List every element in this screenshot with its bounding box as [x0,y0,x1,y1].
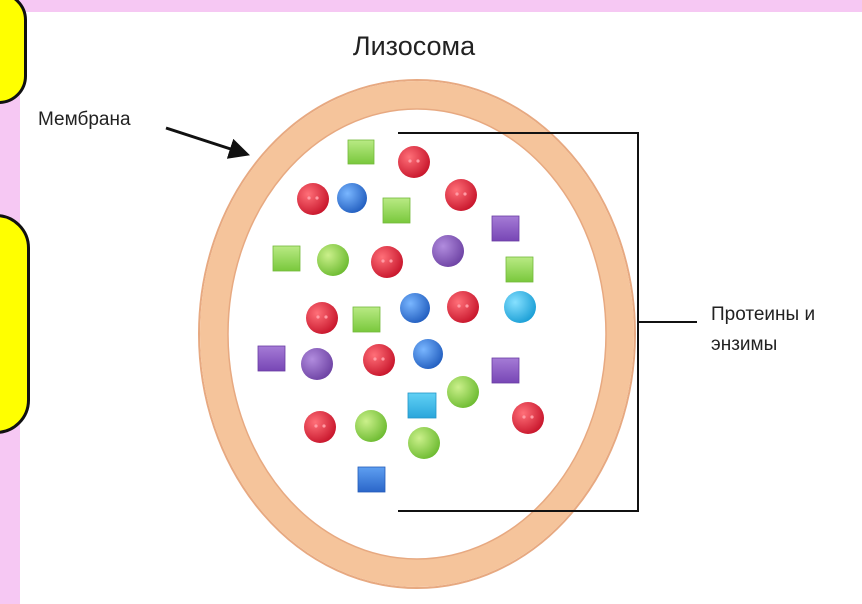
green-square-proteins [272,139,534,333]
red-enzyme [512,402,544,434]
purple-protein [301,348,333,380]
diagram-title: Лизосома [353,31,476,61]
cyan-enzyme [504,291,536,323]
red-enzyme [371,246,403,278]
green-square-protein [382,197,411,224]
green-protein [408,427,440,459]
membrane-ring [200,81,634,587]
red-enzyme [445,179,477,211]
green-protein [317,244,349,276]
green-square-protein [347,139,375,165]
red-enzyme [297,183,329,215]
green-square-protein [272,245,301,272]
red-enzymes [297,146,544,443]
red-enzyme [398,146,430,178]
blue-enzyme [400,293,430,323]
membrane-outer-edge [198,79,636,589]
blue-square-protein [357,466,386,493]
membrane-pointer-arrow-icon [165,126,250,159]
green-protein [355,410,387,442]
cyan-square-protein [407,392,437,419]
blue-enzyme [337,183,367,213]
contents-label-line2: энзимы [711,334,777,355]
green-square-protein [505,256,534,283]
red-enzyme [447,291,479,323]
left-yellow-shape-bottom [0,214,30,434]
green-square-protein [352,306,381,333]
blue-enzymes [337,183,443,369]
blue-enzyme [413,339,443,369]
purple-square-protein [491,215,520,242]
green-protein [447,376,479,408]
contents-label-line1: Протеины и [711,304,815,325]
red-enzyme [363,344,395,376]
red-enzyme [304,411,336,443]
purple-square-protein [257,345,286,372]
purple-square-proteins [257,215,520,384]
red-enzyme [306,302,338,334]
left-yellow-shape-top [0,0,27,104]
purple-protein [432,235,464,267]
red-enzyme-highlights [307,159,534,428]
purple-proteins [301,235,464,380]
green-proteins [317,244,479,459]
membrane-label: Мембрана [38,109,131,130]
purple-square-protein [491,357,520,384]
